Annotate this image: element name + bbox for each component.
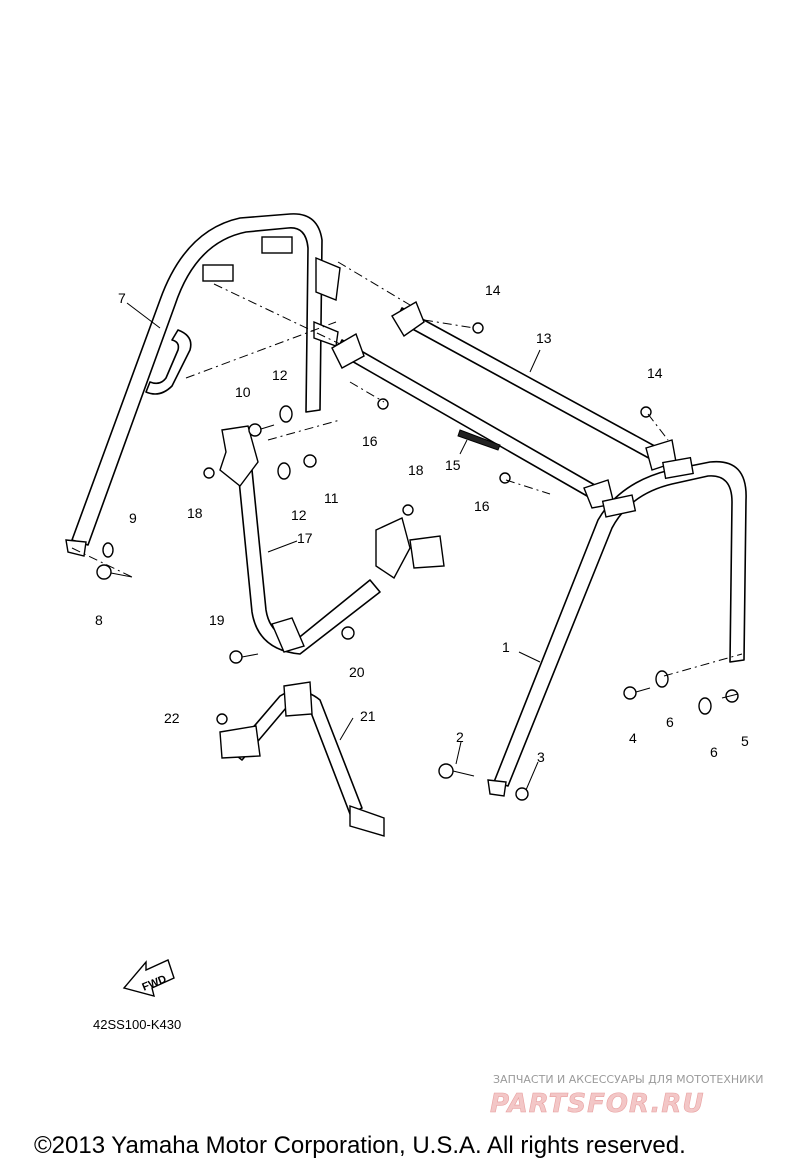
callout-3: 3 xyxy=(537,749,545,765)
callout-2: 2 xyxy=(456,729,464,745)
callout-15: 15 xyxy=(445,457,461,473)
callout-1: 1 xyxy=(502,639,510,655)
collar-12a xyxy=(279,405,293,423)
callout-12a: 12 xyxy=(272,367,288,383)
part-15-lower-cross-bar xyxy=(331,332,615,509)
callout-7: 7 xyxy=(118,290,126,306)
bolt-19 xyxy=(229,650,259,664)
fwd-arrow-icon: FWD xyxy=(122,959,175,997)
callout-6b: 6 xyxy=(710,744,718,760)
callout-20: 20 xyxy=(349,664,365,680)
part-21-lower-brace xyxy=(219,681,385,837)
diagram-code: 42SS100-K430 xyxy=(93,1017,181,1032)
callout-17: 17 xyxy=(297,530,313,546)
bolt-11 xyxy=(303,454,317,468)
collar-6a xyxy=(655,670,669,688)
callouts: 1 2 3 4 5 6 6 7 8 9 10 11 12 12 13 14 14… xyxy=(95,282,749,765)
callout-14b: 14 xyxy=(647,365,663,381)
part-7-front-hoop xyxy=(65,213,341,557)
bolt-18a xyxy=(203,467,215,479)
collar-6b xyxy=(698,697,712,715)
callout-12b: 12 xyxy=(291,507,307,523)
bolt-16b xyxy=(499,472,511,484)
collar-12b xyxy=(277,462,291,480)
bolt-2 xyxy=(438,763,475,779)
callout-14a: 14 xyxy=(485,282,501,298)
bolt-16a xyxy=(377,398,389,410)
callout-4: 4 xyxy=(629,730,637,746)
bolt-20 xyxy=(341,626,355,640)
callout-18b: 18 xyxy=(408,462,424,478)
callout-11: 11 xyxy=(324,490,339,506)
callout-6a: 6 xyxy=(666,714,674,730)
bolt-8 xyxy=(96,564,133,580)
nut-3 xyxy=(515,787,529,801)
part-1-rear-hoop xyxy=(487,456,747,797)
watermark-brand: PARTSFOR.RU xyxy=(490,1089,704,1119)
part-17-side-brace xyxy=(219,425,445,655)
callout-19: 19 xyxy=(209,612,225,628)
bolt-5 xyxy=(721,689,739,703)
callout-10: 10 xyxy=(235,384,251,400)
watermark: ЗАПЧАСТИ И АКСЕССУАРЫ ДЛЯ МОТОТЕХНИКИ PA… xyxy=(490,1073,764,1119)
callout-18a: 18 xyxy=(187,505,203,521)
copyright-notice: ©2013 Yamaha Motor Corporation, U.S.A. A… xyxy=(34,1132,686,1159)
callout-16a: 16 xyxy=(362,433,378,449)
bolt-22 xyxy=(216,713,228,725)
collar-9 xyxy=(102,542,114,558)
leader-lines xyxy=(126,302,541,791)
callout-22: 22 xyxy=(164,710,180,726)
part-13-upper-cross-bar xyxy=(391,300,677,471)
callout-5: 5 xyxy=(741,733,749,749)
assembly-lines xyxy=(71,261,743,677)
fasteners xyxy=(96,322,739,801)
bolt-10 xyxy=(248,423,275,437)
bolt-18b xyxy=(402,504,414,516)
callout-13: 13 xyxy=(536,330,552,346)
bolt-14a xyxy=(472,322,484,334)
callout-9: 9 xyxy=(129,510,137,526)
callout-16b: 16 xyxy=(474,498,490,514)
callout-21: 21 xyxy=(360,708,376,724)
bolt-4 xyxy=(623,686,651,700)
callout-8: 8 xyxy=(95,612,103,628)
watermark-tagline: ЗАПЧАСТИ И АКСЕССУАРЫ ДЛЯ МОТОТЕХНИКИ xyxy=(493,1073,763,1086)
